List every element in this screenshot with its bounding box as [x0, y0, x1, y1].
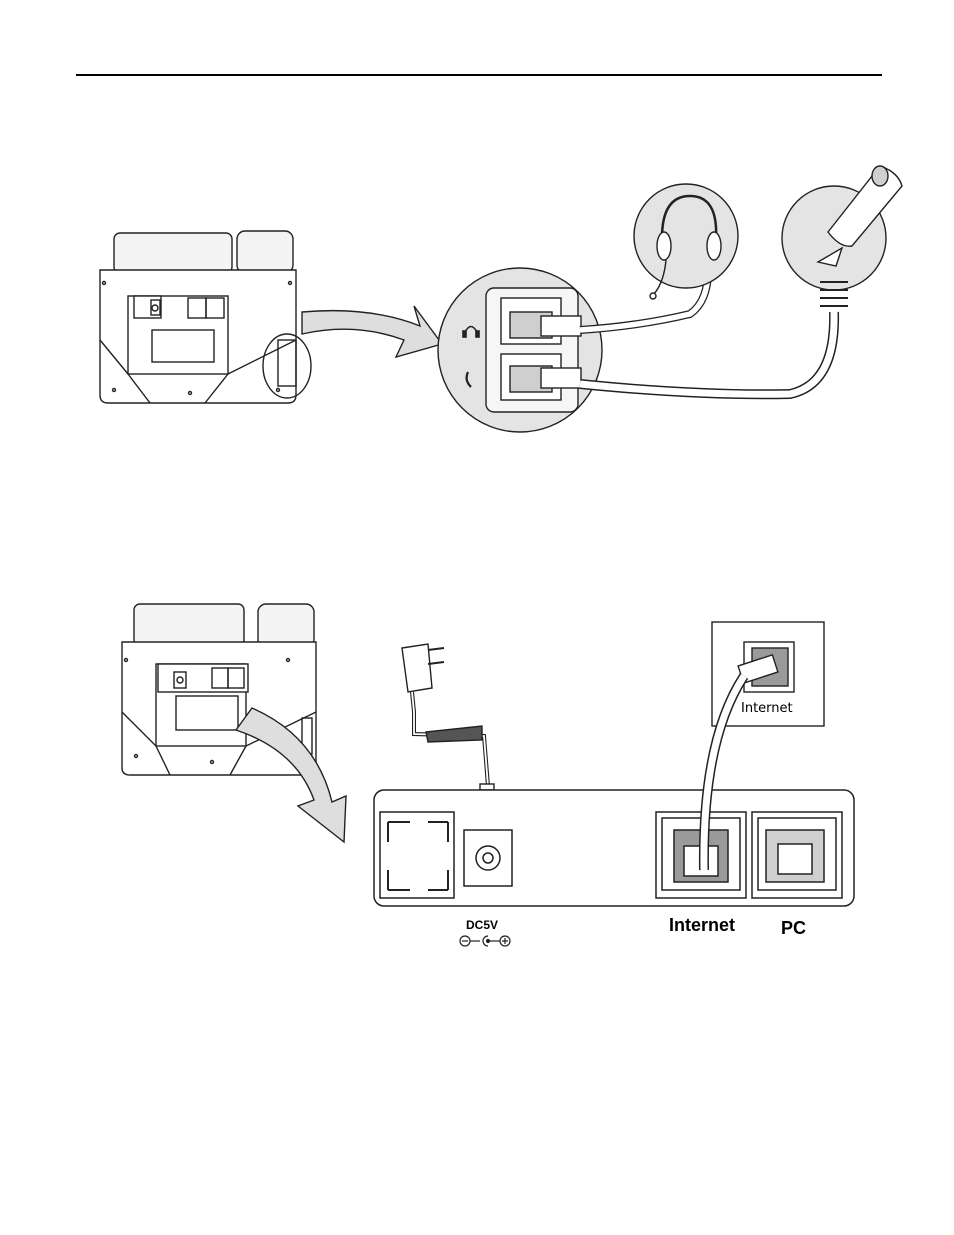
phone-base-panel	[374, 790, 854, 906]
polarity-symbol-icon	[460, 936, 510, 946]
internet-socket-label: Internet	[741, 701, 793, 716]
pc-port-label: PC	[781, 918, 806, 939]
port-detail-disc	[438, 268, 602, 432]
dc-port-label: DC5V	[466, 918, 498, 932]
direction-arrow-top	[302, 306, 442, 357]
internet-port-label: Internet	[669, 915, 735, 936]
phone-back-view-top	[100, 231, 311, 403]
handset-illustration	[782, 166, 902, 306]
headset-illustration	[634, 184, 738, 299]
